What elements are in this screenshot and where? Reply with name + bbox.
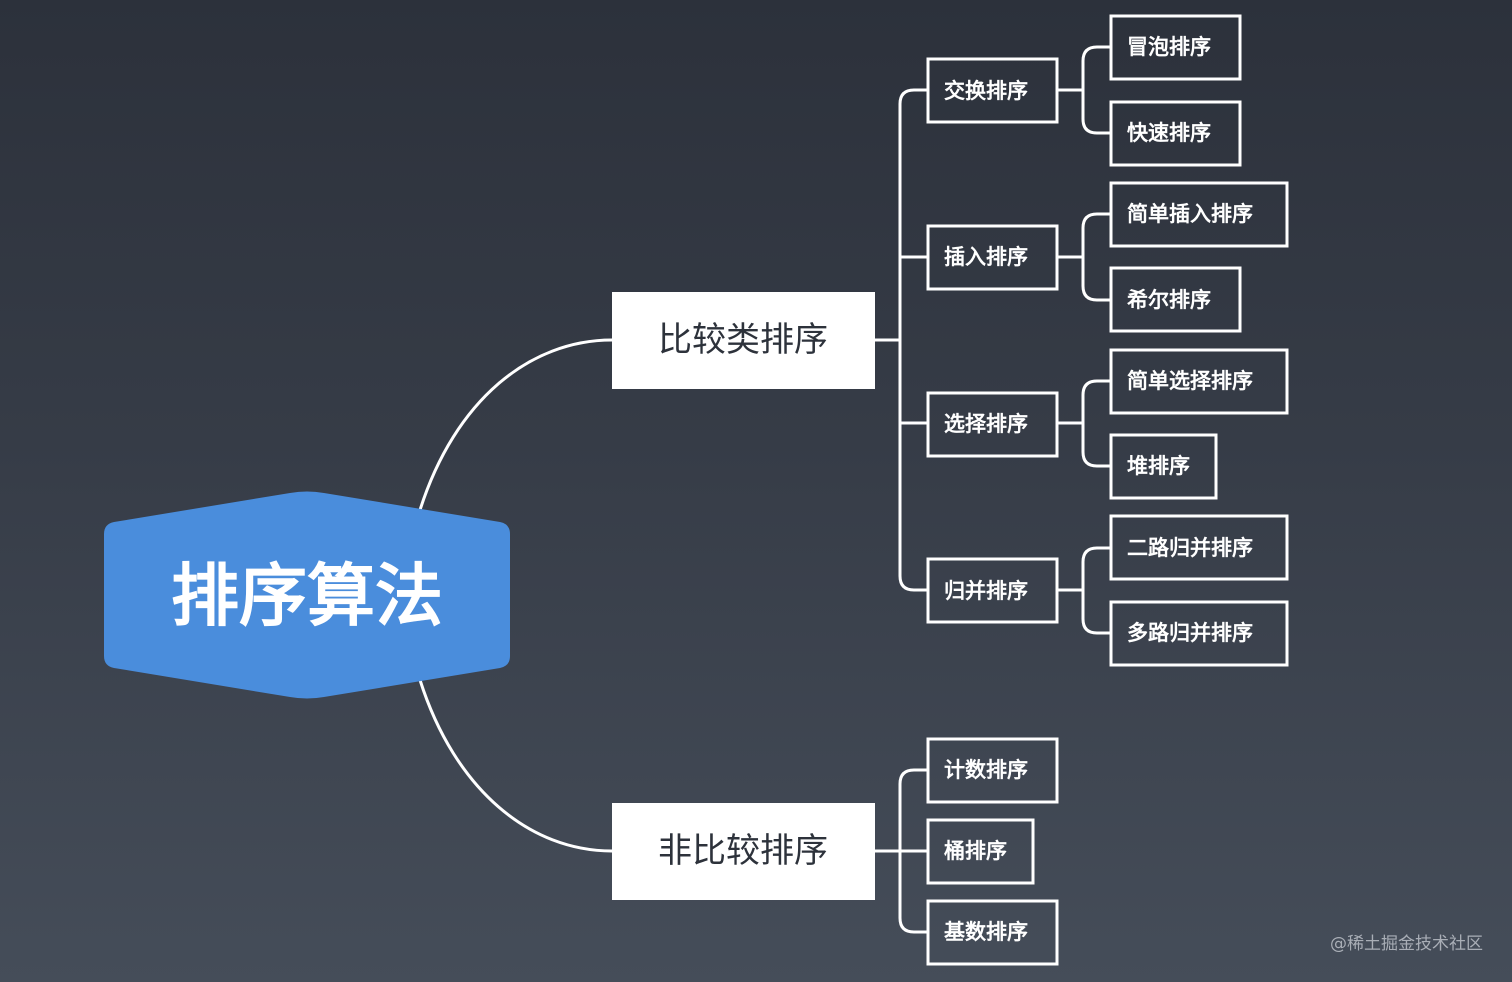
root-hexagon [104, 491, 510, 699]
connector-root-branch-2 [418, 679, 613, 853]
leaf-node-two-way-merge-sort[interactable]: 二路归并排序 [1109, 514, 1289, 581]
svg-text:基数排序: 基数排序 [944, 920, 1028, 944]
svg-text:简单插入排序: 简单插入排序 [1127, 202, 1253, 226]
root-label: 排序算法 [171, 558, 443, 637]
leaf-node-heap-sort[interactable]: 堆排序 [1109, 433, 1218, 500]
group-node-insertion-sort[interactable]: 插入排序 [926, 224, 1059, 291]
group-node-exchange-sort[interactable]: 交换排序 [926, 57, 1059, 124]
leaf-node-multi-way-merge-sort[interactable]: 多路归并排序 [1109, 600, 1289, 667]
svg-text:插入排序: 插入排序 [944, 245, 1028, 269]
group-node-counting-sort[interactable]: 计数排序 [926, 737, 1059, 804]
group-node-merge-sort[interactable]: 归并排序 [926, 557, 1059, 624]
branch-label: 比较类排序 [658, 320, 828, 360]
svg-text:选择排序: 选择排序 [944, 412, 1028, 436]
watermark-text: @稀土掘金技术社区 [1330, 934, 1483, 954]
svg-text:二路归并排序: 二路归并排序 [1127, 536, 1253, 560]
group-node-selection-sort[interactable]: 选择排序 [926, 391, 1059, 458]
svg-text:多路归并排序: 多路归并排序 [1127, 621, 1253, 645]
group-node-radix-sort[interactable]: 基数排序 [926, 899, 1059, 966]
connector-root-branch-1 [418, 338, 613, 511]
svg-text:计数排序: 计数排序 [944, 758, 1028, 782]
leaf-node-shell-sort[interactable]: 希尔排序 [1109, 266, 1242, 333]
branch-2-connectors [875, 768, 928, 934]
group-node-bucket-sort[interactable]: 桶排序 [926, 818, 1035, 885]
branch-1-connectors [875, 45, 1111, 635]
leaf-node-bubble-sort[interactable]: 冒泡排序 [1109, 14, 1242, 81]
svg-text:归并排序: 归并排序 [944, 579, 1028, 603]
branch-node-comparison[interactable]: 比较类排序 [612, 292, 875, 389]
svg-text:简单选择排序: 简单选择排序 [1127, 369, 1253, 393]
leaf-node-quick-sort[interactable]: 快速排序 [1109, 100, 1242, 167]
svg-text:快速排序: 快速排序 [1127, 121, 1211, 145]
branch-label: 非比较排序 [658, 831, 828, 871]
svg-text:希尔排序: 希尔排序 [1127, 288, 1211, 312]
svg-text:堆排序: 堆排序 [1127, 454, 1190, 478]
svg-text:交换排序: 交换排序 [944, 79, 1028, 103]
svg-text:冒泡排序: 冒泡排序 [1127, 35, 1211, 59]
root-node[interactable]: 排序算法 [104, 491, 510, 699]
leaf-node-simple-insertion-sort[interactable]: 简单插入排序 [1109, 181, 1289, 248]
leaf-node-simple-selection-sort[interactable]: 简单选择排序 [1109, 348, 1289, 415]
branch-node-non-comparison[interactable]: 非比较排序 [612, 803, 875, 900]
svg-text:桶排序: 桶排序 [944, 839, 1007, 863]
